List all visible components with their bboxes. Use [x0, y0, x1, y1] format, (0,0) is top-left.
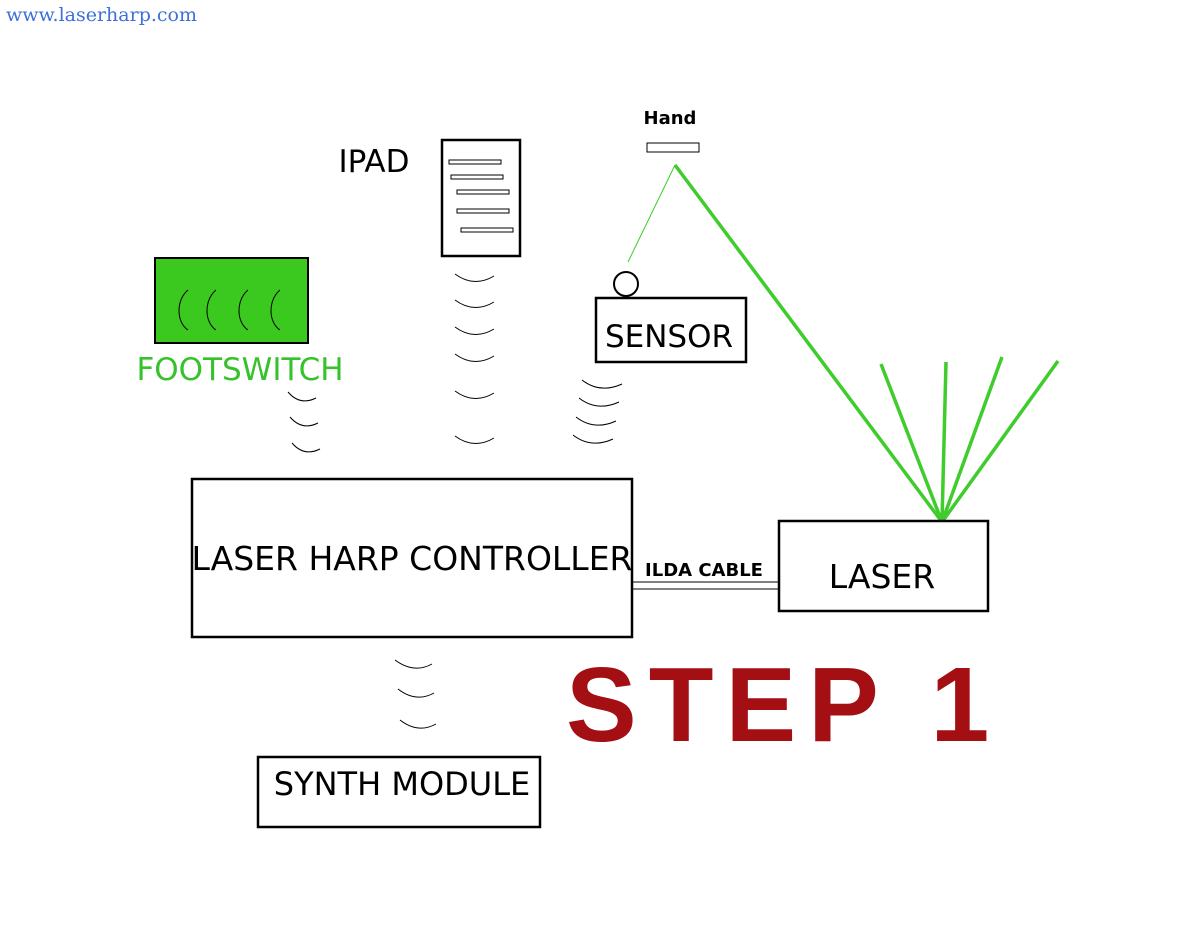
- reflected-beam: [627, 164, 676, 263]
- ipad-device: [440, 138, 522, 258]
- ipad-screen-line: [448, 159, 502, 165]
- ipad-screen-line: [456, 208, 510, 214]
- laser-beam: [940, 359, 1060, 524]
- ipad-label: IPAD: [339, 144, 410, 180]
- laser-beam: [940, 361, 948, 523]
- controller-label: LASER HARP CONTROLLER: [192, 539, 633, 578]
- sensor-lens-icon: [613, 271, 639, 297]
- synth-wireless-icon: [394, 659, 437, 729]
- synth-module: SYNTH MODULE: [256, 755, 542, 829]
- footswitch-pedal-icon: [270, 289, 281, 331]
- footswitch-box: [154, 257, 309, 344]
- laser: LASER: [777, 519, 990, 613]
- sensor: SENSOR: [594, 271, 748, 364]
- laser-beams: [673, 163, 1060, 524]
- ipad-screen-line: [450, 174, 504, 180]
- laser-label: LASER: [829, 557, 935, 596]
- controller-box: [190, 477, 634, 639]
- ilda-cable-label: ILDA CABLE: [645, 560, 763, 581]
- sensor-wireless-icon: [572, 379, 623, 444]
- footswitch: FOOTSWITCH: [136, 257, 344, 388]
- synth-module-box: [256, 755, 542, 829]
- laser-beam: [940, 356, 1004, 523]
- hand: Hand: [644, 108, 700, 153]
- laser-box: [777, 519, 990, 613]
- sensor-box: [594, 296, 748, 364]
- footswitch-label: FOOTSWITCH: [136, 352, 343, 388]
- controller: LASER HARP CONTROLLER: [190, 477, 634, 639]
- hand-marker: [646, 142, 700, 153]
- step-title: STEP 1: [566, 646, 1002, 764]
- ipad-wireless-icon: [454, 273, 495, 444]
- footswitch-pedal-icon: [178, 289, 189, 331]
- ipad-screen-line: [456, 189, 510, 195]
- footswitch-wireless-icon: [287, 391, 321, 453]
- ilda-cable: ILDA CABLE: [632, 560, 779, 590]
- hand-label: Hand: [644, 108, 697, 129]
- footswitch-pedal-icon: [206, 289, 217, 331]
- ipad: IPAD: [339, 138, 522, 258]
- ipad-screen-line: [460, 227, 514, 233]
- synth-module-label: SYNTH MODULE: [274, 765, 530, 803]
- laser-beam: [673, 163, 944, 524]
- sensor-label: SENSOR: [605, 319, 733, 355]
- site-link[interactable]: www.laserharp.com: [6, 4, 198, 26]
- laser-beam: [879, 363, 944, 523]
- footswitch-pedal-icon: [238, 289, 249, 331]
